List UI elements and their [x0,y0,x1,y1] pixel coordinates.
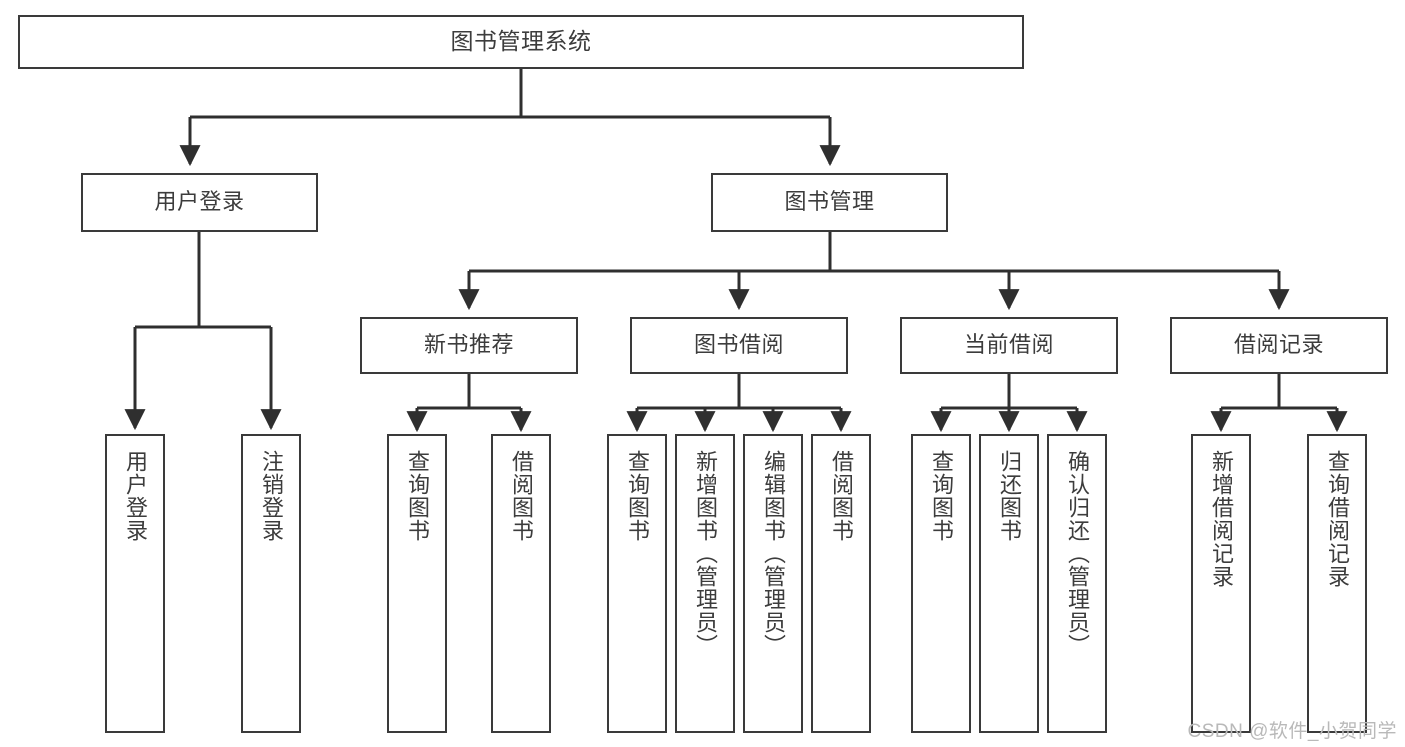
node-book-management[interactable]: 图书管理 [711,173,948,232]
node-label: 查询借阅记录 [1324,450,1350,588]
node-label: 新增图书（管理员） [692,450,718,657]
node-label: 新增借阅记录 [1208,450,1234,588]
node-leaf-edit-book[interactable]: 编辑图书（管理员） [743,434,803,733]
node-leaf-borrow-book-recommend[interactable]: 借阅图书 [491,434,551,733]
node-leaf-logout[interactable]: 注销登录 [241,434,301,733]
node-label: 借阅图书 [508,450,534,542]
node-leaf-add-borrow-record[interactable]: 新增借阅记录 [1191,434,1251,733]
node-leaf-query-book-borrow[interactable]: 查询图书 [607,434,667,733]
node-book-borrow[interactable]: 图书借阅 [630,317,848,374]
node-user-login[interactable]: 用户登录 [81,173,318,232]
node-label: 查询图书 [624,450,650,542]
node-label: 归还图书 [996,450,1022,542]
node-label: 借阅记录 [1233,332,1324,358]
node-label: 当前借阅 [963,332,1054,358]
node-current-borrow[interactable]: 当前借阅 [900,317,1118,374]
node-label: 查询图书 [928,450,954,542]
node-label: 编辑图书（管理员） [760,450,786,657]
node-label: 新书推荐 [423,332,514,358]
node-root-system[interactable]: 图书管理系统 [18,15,1024,69]
csdn-watermark: CSDN @软件_小贺同学 [1187,721,1397,742]
node-leaf-user-login[interactable]: 用户登录 [105,434,165,733]
node-leaf-add-book[interactable]: 新增图书（管理员） [675,434,735,733]
node-leaf-return-book[interactable]: 归还图书 [979,434,1039,733]
node-leaf-query-book-recommend[interactable]: 查询图书 [387,434,447,733]
node-leaf-query-book-current[interactable]: 查询图书 [911,434,971,733]
node-label: 查询图书 [404,450,430,542]
node-new-book-recommend[interactable]: 新书推荐 [360,317,578,374]
node-leaf-query-borrow-record[interactable]: 查询借阅记录 [1307,434,1367,733]
node-label: 图书管理系统 [450,28,592,55]
node-label: 用户登录 [122,450,148,542]
node-label: 图书管理 [784,189,875,215]
node-leaf-confirm-return[interactable]: 确认归还（管理员） [1047,434,1107,733]
node-label: 注销登录 [258,450,284,542]
node-leaf-borrow-book[interactable]: 借阅图书 [811,434,871,733]
node-label: 用户登录 [154,189,245,215]
node-label: 借阅图书 [828,450,854,542]
node-label: 图书借阅 [693,332,784,358]
node-label: 确认归还（管理员） [1064,450,1090,657]
node-borrow-record[interactable]: 借阅记录 [1170,317,1388,374]
